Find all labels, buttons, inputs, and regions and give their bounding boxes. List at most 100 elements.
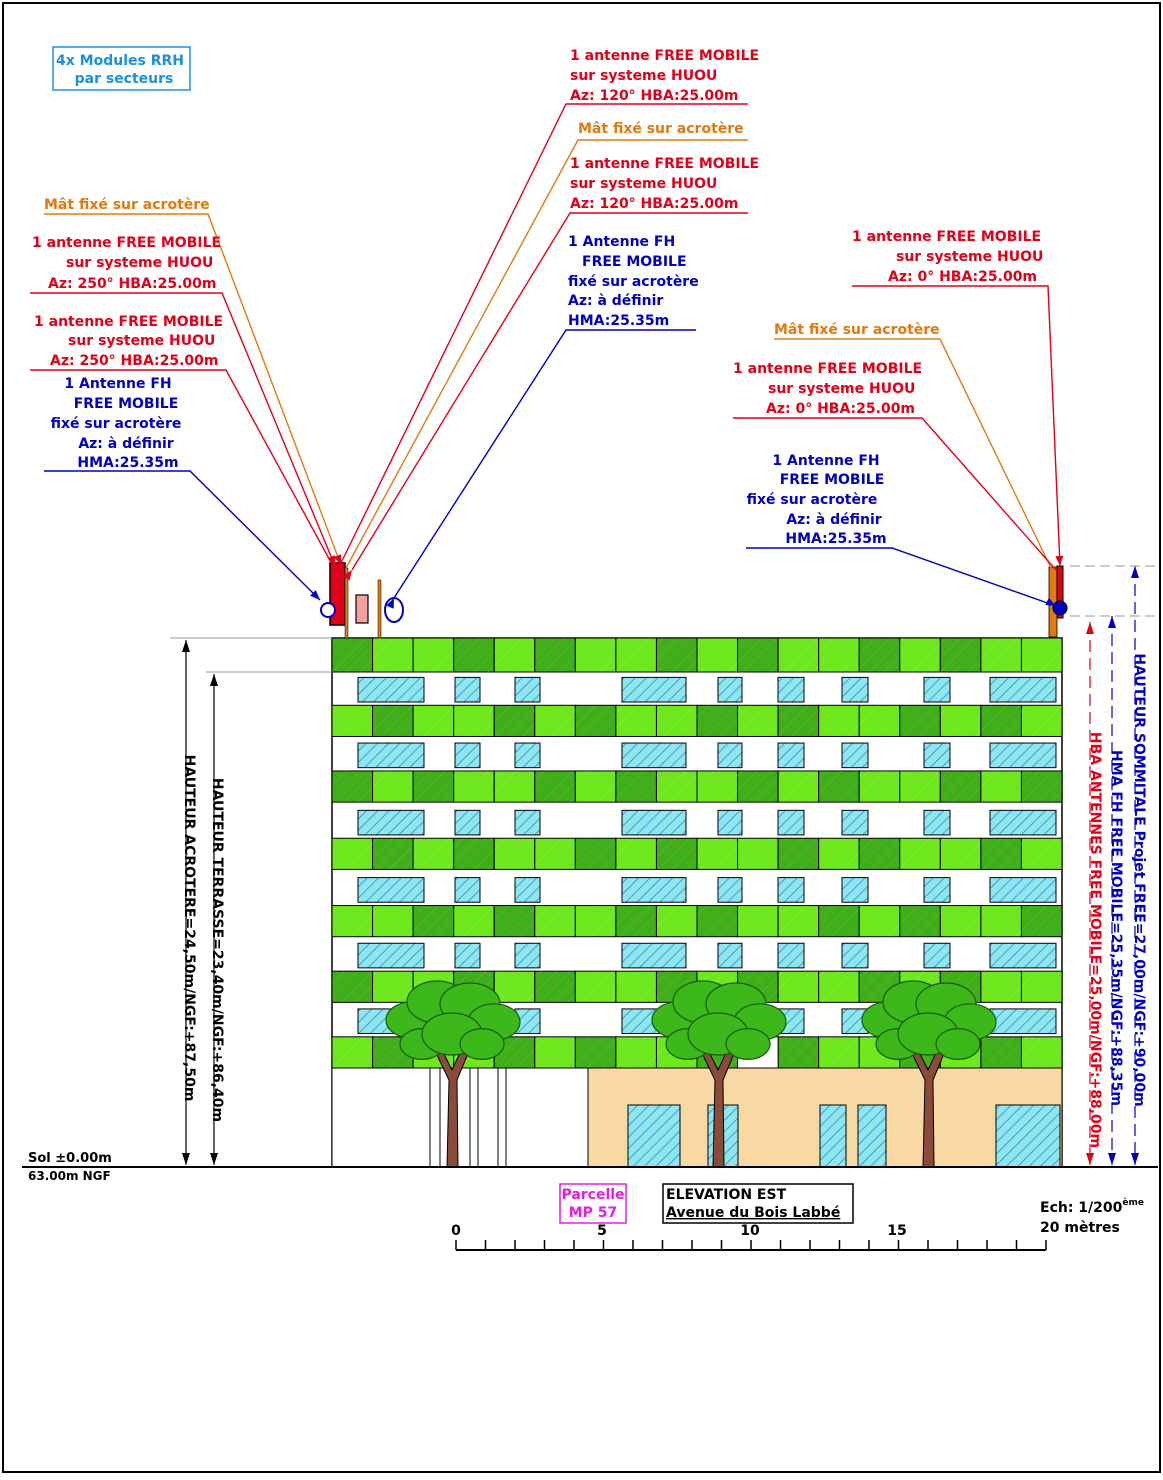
facade-panel-texture (494, 905, 535, 937)
facade-panel-texture (859, 838, 900, 870)
facade-panel-texture (778, 838, 819, 870)
scale-tick-10: 10 (740, 1223, 760, 1239)
scale-ratio: Ech: 1/200ème (1040, 1197, 1144, 1216)
facade-panel-texture (534, 1036, 576, 1068)
facade-panel-texture (372, 905, 414, 937)
right-fh-line-3: fixé sur acrotère (747, 492, 878, 508)
window (777, 877, 805, 903)
facade-panel-texture (980, 705, 1022, 737)
facade-panel-texture (332, 705, 373, 737)
rooftop-equipment (320, 562, 1068, 639)
rrh-note-box (52, 46, 191, 91)
window (717, 942, 743, 969)
scale-tick-15: 15 (887, 1223, 906, 1239)
window (923, 877, 951, 903)
facade-panel-texture (656, 905, 697, 937)
window (357, 742, 425, 769)
facade-panel-texture (818, 971, 860, 1003)
facade-panel-texture (615, 770, 657, 803)
hma-height-label: HMA FH FREE MOBILE=25,35m/NGF:+88,35m (1108, 750, 1124, 1106)
window (621, 742, 687, 769)
facade-panel-texture (980, 1036, 1022, 1068)
window (777, 942, 805, 969)
facade-panel-texture (494, 838, 535, 870)
building-facade (331, 637, 1063, 1168)
facade-panel-texture (818, 705, 860, 737)
facade-panel-texture (940, 838, 981, 870)
terrasse-height-label: HAUTEUR TERRASSE=23,40m/NGF:+86,40m (209, 778, 225, 1122)
facade-panel-texture (575, 838, 616, 870)
facade-panel-texture (899, 705, 941, 737)
facade-panel-texture (453, 905, 495, 937)
leader-line (852, 285, 1061, 567)
right-antenna-b-line-1: 1 antenne FREE MOBILE (733, 361, 922, 377)
right-antenna-a-line-3: Az: 0° HBA:25.00m (888, 269, 1037, 285)
facade-panel-texture (697, 770, 738, 803)
facade-panel-texture (534, 705, 576, 737)
scale-unit: 20 mètres (1040, 1220, 1120, 1236)
window (717, 877, 743, 903)
facade-panel-texture (1021, 638, 1062, 672)
facade-panel-texture (453, 770, 495, 803)
window (357, 877, 425, 903)
window (717, 809, 743, 836)
tree-canopy (725, 1027, 771, 1060)
left-mast-label: Mât fixé sur acrotère (44, 197, 210, 213)
facade-panel-texture (778, 638, 819, 672)
annotation-leaders (30, 103, 1064, 609)
antenna-panel-small (355, 594, 369, 624)
window (454, 742, 481, 769)
facade-panel-texture (899, 905, 941, 937)
facade-panel-texture (778, 905, 819, 937)
leader-line (30, 292, 336, 567)
facade-panel-texture (413, 638, 454, 672)
facade-panel-texture (859, 905, 900, 937)
dimension-arrow (210, 674, 218, 686)
facade-panel-texture (697, 838, 738, 870)
facade-panel-texture (818, 905, 860, 937)
leader-arrow (342, 570, 352, 581)
facade-panel-texture (940, 905, 981, 937)
leader-line (746, 547, 1057, 607)
facade-panel-texture (859, 638, 900, 672)
facade-panel-texture (656, 838, 697, 870)
facade-panel-texture (737, 638, 779, 672)
center-fh-line-3: fixé sur acrotère (568, 274, 699, 290)
leader-arrow (1045, 597, 1056, 606)
facade-panel-texture (737, 705, 779, 737)
leader-arrow (1055, 555, 1064, 566)
facade-panel-texture (778, 971, 819, 1003)
facade-panel-texture (575, 1036, 616, 1068)
ground-floor-entrance (331, 1067, 589, 1168)
tree-canopy (459, 1027, 505, 1060)
entrance-pillar (497, 1067, 507, 1168)
left-antenna-a-line-1: 1 antenne FREE MOBILE (32, 235, 221, 251)
ground-floor-window (857, 1104, 887, 1168)
ground-floor-window (995, 1104, 1061, 1168)
facade-panel-texture (494, 770, 535, 803)
left-antenna-b-line-2: sur systeme HUOU (68, 333, 215, 349)
leader-line (733, 417, 1057, 571)
right-antenna-a-line-1: 1 antenne FREE MOBILE (852, 229, 1041, 245)
facade-panel-texture (656, 705, 697, 737)
mast (377, 579, 382, 639)
scale-bar (455, 1240, 1047, 1251)
facade-panel-texture (615, 705, 657, 737)
window (841, 877, 869, 903)
leader-line (30, 369, 334, 567)
drawing-title: ELEVATION EST (666, 1187, 787, 1203)
center-antenna-a-line-2: sur systeme HUOU (570, 68, 717, 84)
facade-panel-texture (575, 770, 616, 803)
facade-panel-texture (940, 705, 981, 737)
window (357, 676, 425, 703)
leader-line (44, 213, 342, 566)
facade-panel-texture (413, 905, 454, 937)
facade-panel-texture (575, 971, 616, 1003)
right-antenna-a-line-2: sur systeme HUOU (896, 249, 1043, 265)
facade-panel-texture (453, 838, 495, 870)
window (989, 942, 1057, 969)
facade-panel-texture (737, 905, 779, 937)
window (777, 809, 805, 836)
dimension-arrow (182, 1153, 190, 1165)
